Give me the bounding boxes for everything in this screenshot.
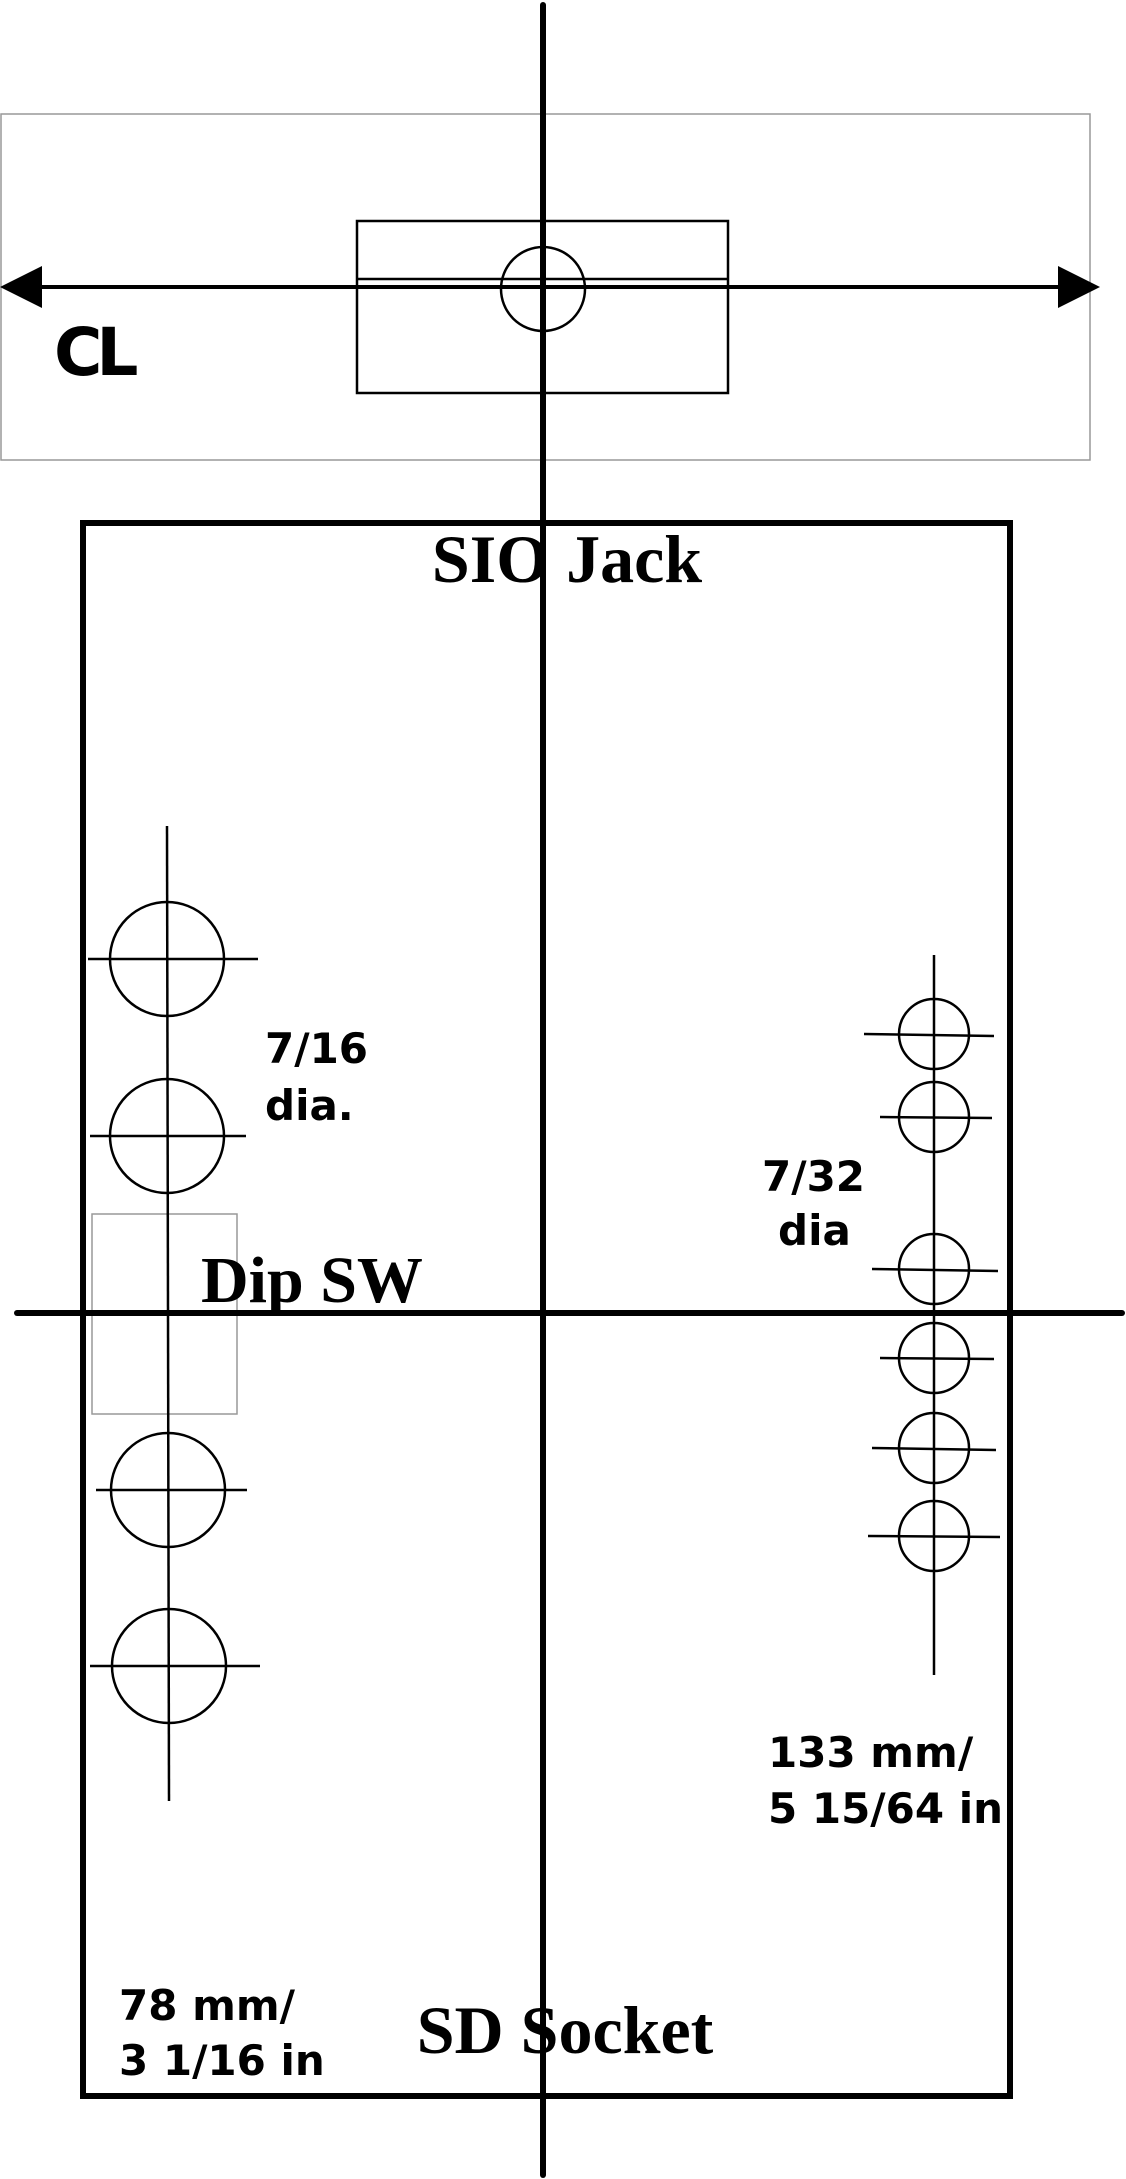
large-hole bbox=[96, 1431, 247, 1549]
small-hole bbox=[879, 1321, 995, 1395]
large-hole-dia-label: dia. bbox=[265, 1081, 354, 1130]
arrow-right-icon bbox=[1058, 266, 1100, 308]
width-mm-label: 78 mm/ bbox=[119, 1981, 296, 2030]
small-hole bbox=[863, 997, 995, 1071]
centerline-label: CL bbox=[54, 314, 137, 391]
small-holes bbox=[863, 955, 1001, 1675]
dip-switch-label: Dip SW bbox=[201, 1244, 423, 1317]
small-hole-dia-label: dia bbox=[778, 1206, 851, 1255]
sio-jack-label: SIO Jack bbox=[432, 521, 702, 597]
height-in-label: 5 15/64 in bbox=[768, 1784, 1003, 1833]
large-hole-size-label: 7/16 bbox=[265, 1024, 368, 1073]
small-hole bbox=[871, 1411, 997, 1485]
arrow-left-icon bbox=[0, 266, 42, 308]
board-outline bbox=[80, 520, 1013, 2099]
large-holes bbox=[88, 825, 260, 1802]
small-hole bbox=[879, 1080, 993, 1154]
sd-socket-label: SD Socket bbox=[417, 1992, 714, 2068]
small-hole bbox=[867, 1499, 1001, 1573]
width-in-label: 3 1/16 in bbox=[119, 2036, 325, 2085]
height-mm-label: 133 mm/ bbox=[768, 1728, 974, 1777]
large-hole bbox=[88, 900, 258, 1018]
small-hole bbox=[871, 1232, 999, 1306]
small-hole-size-label: 7/32 bbox=[762, 1152, 865, 1201]
large-hole bbox=[90, 1077, 246, 1195]
large-hole bbox=[90, 1607, 260, 1725]
